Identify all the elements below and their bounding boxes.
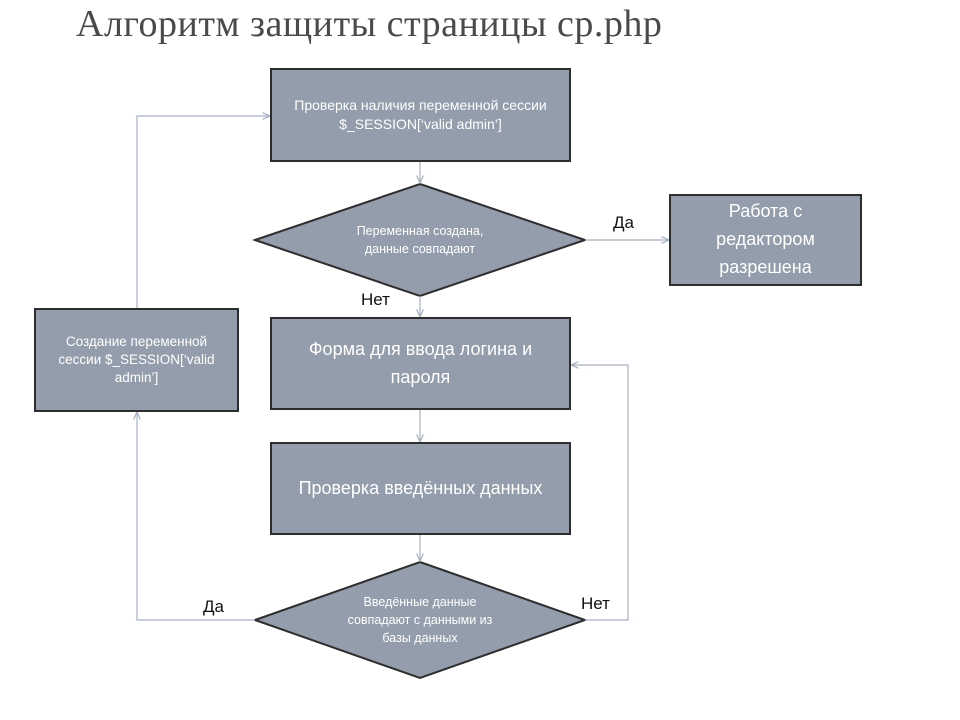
create-session-label: Создание переменной сессии $_SESSION[‘va… bbox=[58, 333, 215, 386]
slide-title: Алгоритм защиты страницы cp.php bbox=[76, 3, 663, 45]
arrow-create-to-check bbox=[136, 116, 270, 308]
create-session-box: Создание переменной сессии $_SESSION[‘va… bbox=[34, 308, 239, 412]
check-session-label: Проверка наличия переменной сессии $_SES… bbox=[294, 97, 547, 132]
edge-label-session-yes: Да bbox=[613, 213, 634, 232]
edge-label-session-no: Нет bbox=[361, 290, 390, 309]
login-form-box: Форма для ввода логина и пароля bbox=[270, 317, 571, 410]
decision-input-shape bbox=[251, 560, 589, 680]
login-form-label: Форма для ввода логина и пароля bbox=[308, 338, 533, 387]
editor-allowed-label: Работа с редактором разрешена bbox=[716, 201, 815, 277]
edge-label-input-yes: Да bbox=[203, 597, 224, 616]
arrow-input-yes-to-create bbox=[137, 412, 255, 621]
decision-input-label: Введённые данные совпадают с данными из … bbox=[347, 594, 493, 646]
arrow-input-no-to-form bbox=[571, 365, 629, 621]
edge-label-input-no: Нет bbox=[581, 594, 610, 613]
editor-allowed-box: Работа с редактором разрешена bbox=[669, 194, 862, 286]
check-input-box: Проверка введённых данных bbox=[270, 442, 571, 535]
check-input-label: Проверка введённых данных bbox=[298, 477, 543, 498]
decision-session-label: Переменная создана, данные совпадают bbox=[356, 223, 484, 256]
check-session-box: Проверка наличия переменной сессии $_SES… bbox=[270, 68, 571, 162]
